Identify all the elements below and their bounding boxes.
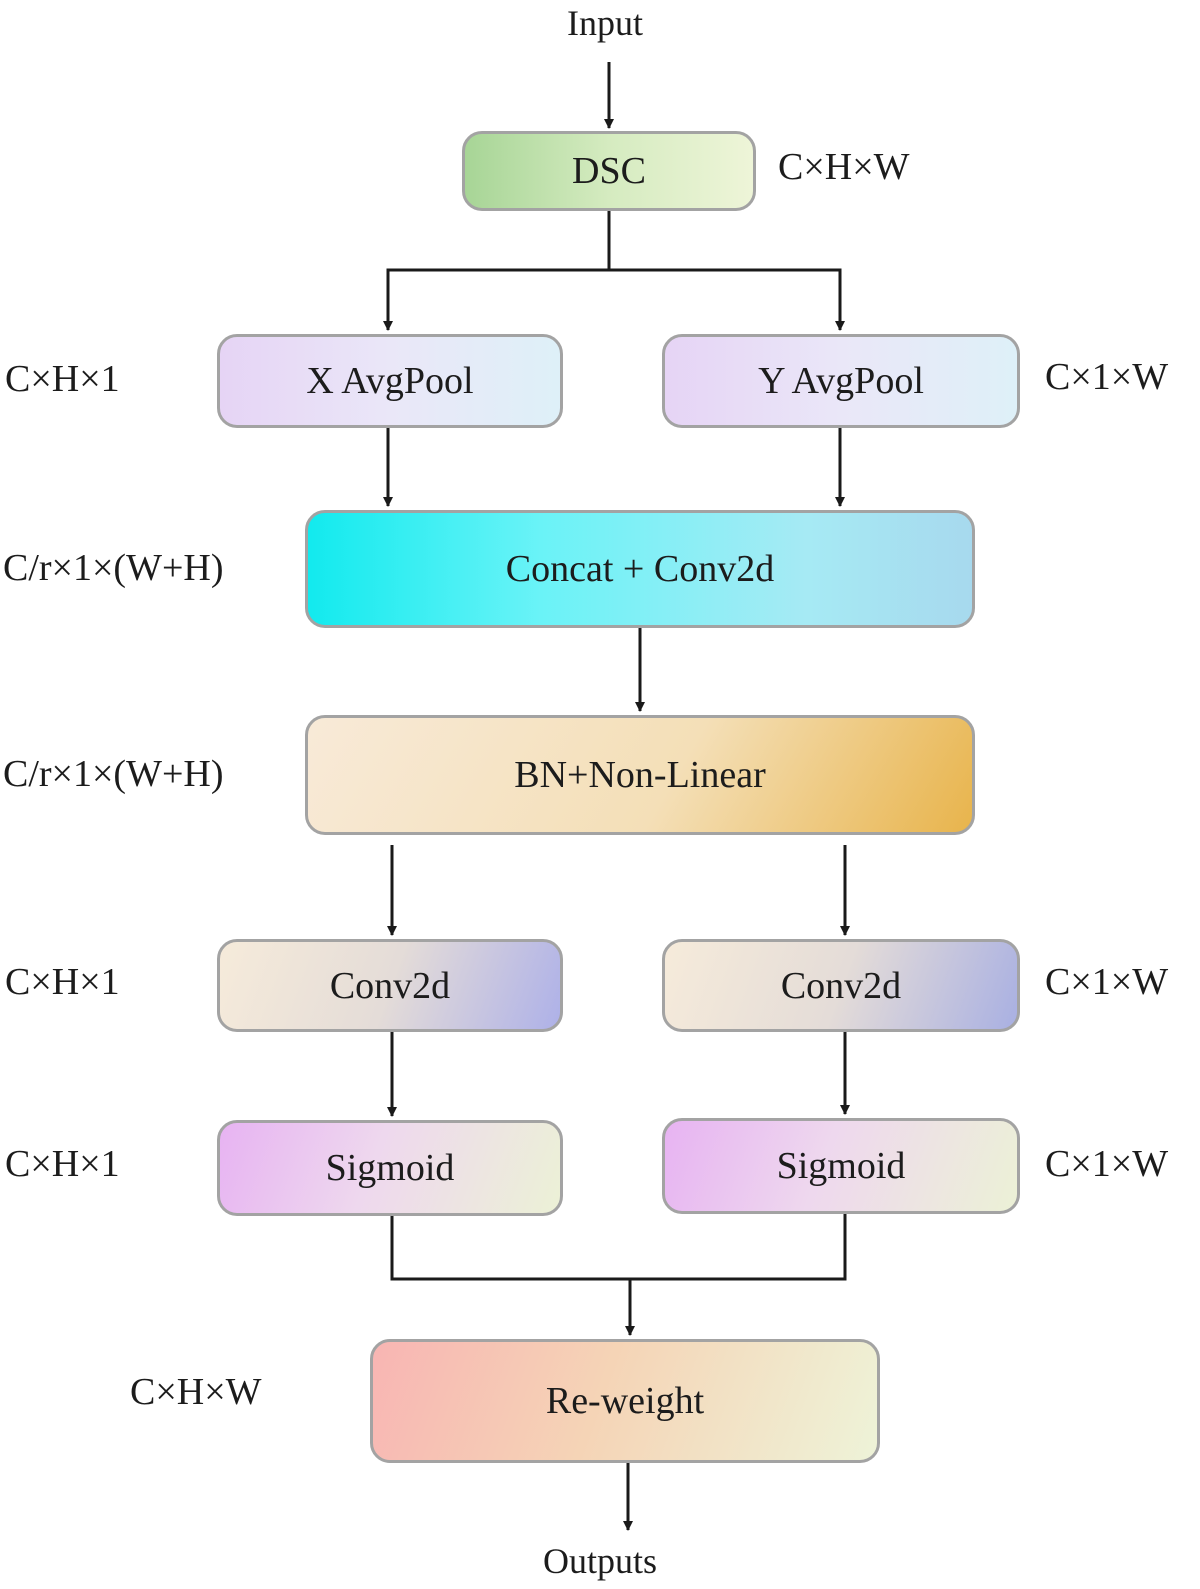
sigmoid-right-node: Sigmoid bbox=[662, 1118, 1020, 1214]
dim-dsc: C×H×W bbox=[778, 146, 910, 188]
concat-conv2d-node: Concat + Conv2d bbox=[305, 510, 975, 628]
dim-reweight: C×H×W bbox=[130, 1371, 262, 1413]
conv2d-left-node: Conv2d bbox=[217, 939, 563, 1032]
reweight-node: Re-weight bbox=[370, 1339, 880, 1463]
dim-conv2d-right: C×1×W bbox=[1045, 961, 1169, 1003]
sigmoid-right-node-label: Sigmoid bbox=[776, 1145, 906, 1187]
sigmoid-left-node: Sigmoid bbox=[217, 1120, 563, 1216]
dim-concat-conv2d: C/r×1×(W+H) bbox=[3, 547, 224, 589]
dim-bn-nonlinear: C/r×1×(W+H) bbox=[3, 753, 224, 795]
wire-sigmoid-merge bbox=[390, 1214, 847, 1281]
dsc-node-label: DSC bbox=[572, 150, 646, 192]
bn-nonlinear-node: BN+Non-Linear bbox=[305, 715, 975, 835]
dsc-node: DSC bbox=[462, 131, 756, 211]
bn-nonlinear-node-label: BN+Non-Linear bbox=[514, 754, 766, 796]
conv2d-right-node: Conv2d bbox=[662, 939, 1020, 1032]
wire-dsc-split-right bbox=[609, 268, 845, 331]
dim-sigmoid-right: C×1×W bbox=[1045, 1143, 1169, 1185]
reweight-node-label: Re-weight bbox=[545, 1380, 705, 1422]
dim-sigmoid-left: C×H×1 bbox=[5, 1143, 120, 1185]
dim-conv2d-left: C×H×1 bbox=[5, 961, 120, 1003]
dim-x-avgpool: C×H×1 bbox=[5, 358, 120, 400]
concat-conv2d-node-label: Concat + Conv2d bbox=[505, 548, 775, 590]
wire-dsc-split bbox=[383, 211, 611, 331]
x-avgpool-node-label: X AvgPool bbox=[306, 360, 474, 402]
input-label: Input bbox=[567, 3, 643, 43]
y-avgpool-node-label: Y AvgPool bbox=[758, 360, 924, 402]
x-avgpool-node: X AvgPool bbox=[217, 334, 563, 428]
y-avgpool-node: Y AvgPool bbox=[662, 334, 1020, 428]
outputs-label: Outputs bbox=[543, 1541, 658, 1581]
conv2d-right-node-label: Conv2d bbox=[780, 964, 902, 1007]
dim-y-avgpool: C×1×W bbox=[1045, 356, 1169, 398]
sigmoid-left-node-label: Sigmoid bbox=[325, 1147, 455, 1189]
conv2d-left-node-label: Conv2d bbox=[329, 964, 451, 1007]
